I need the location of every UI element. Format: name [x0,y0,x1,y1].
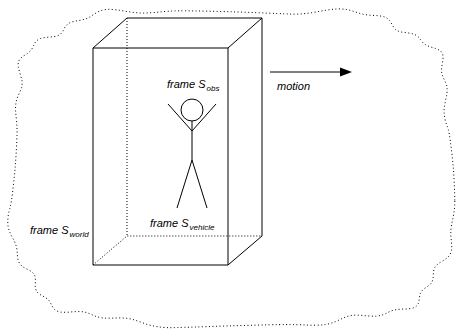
text-group: frame Svehicle [148,217,216,231]
vehicle-box: frame Svehicle [93,18,262,265]
cube-edge [93,48,228,265]
text-group: motion [277,80,310,93]
motion-label: motion [277,80,310,92]
stick-figure [168,99,216,208]
world-outline [8,9,455,328]
frame-label: frame S [30,224,69,236]
frame-label: frame S [150,217,189,229]
figure-arm [192,104,216,131]
figure-arm [168,104,192,131]
frame-subscript: vehicle [190,223,215,232]
frame-subscript: world [70,230,89,239]
cube-edge [228,18,262,265]
text-group: frame Sobs [165,78,221,92]
figure-leg [192,160,207,208]
cube-hidden-edge [93,236,262,265]
motion-arrow [270,68,352,77]
frame-label: frame S [167,78,206,90]
figure-head [181,99,203,121]
text-group: frame Sworld [30,224,89,238]
figure-leg [177,160,192,208]
cube-hidden-edge [127,18,128,236]
motion-arrow-head [340,68,352,77]
motion-arrow-shaft [270,72,342,73]
figure-body [192,121,193,160]
cube-edge [93,18,262,48]
frame-subscript: obs [207,84,220,93]
